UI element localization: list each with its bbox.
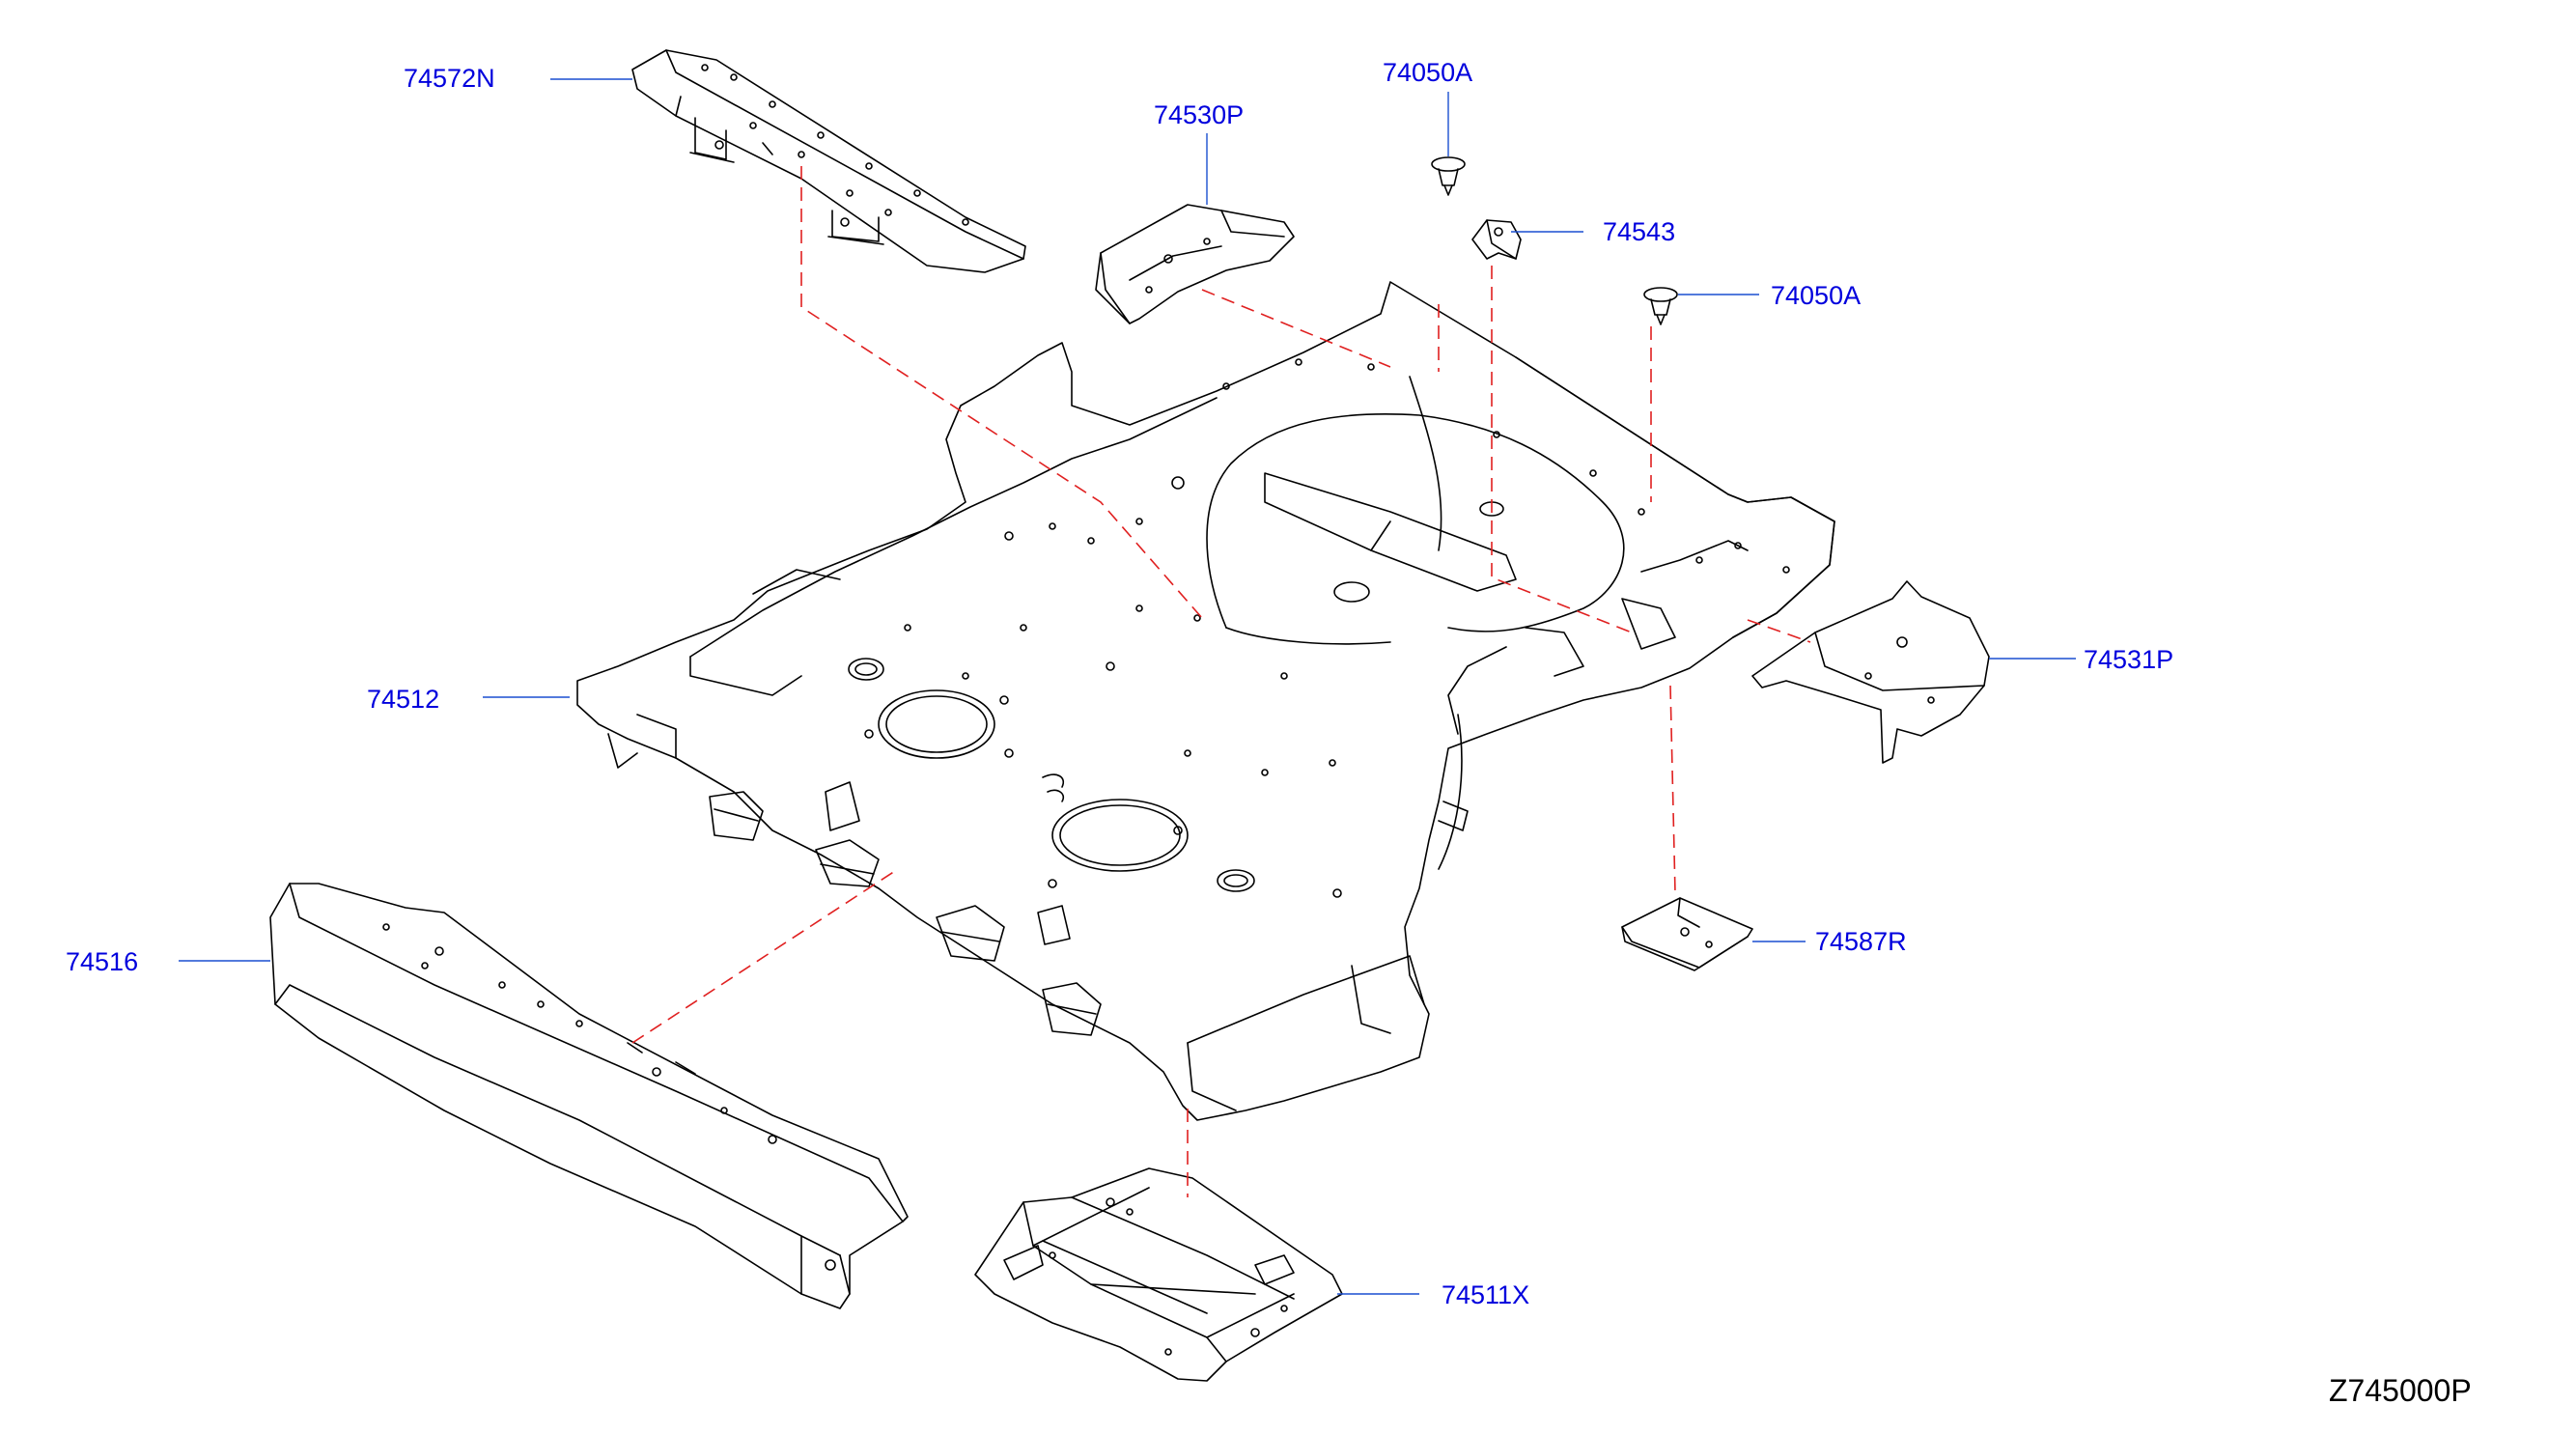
part-74572n-drawing	[631, 49, 1026, 273]
label-74512[interactable]: 74512	[367, 685, 440, 714]
part-74516-drawing	[269, 883, 909, 1309]
part-74530p-drawing	[1095, 204, 1295, 324]
label-74543[interactable]: 74543	[1603, 217, 1676, 246]
label-74572n[interactable]: 74572N	[404, 64, 495, 93]
part-74050a-clip-2-drawing	[1643, 287, 1678, 325]
label-74531p[interactable]: 74531P	[2084, 645, 2174, 674]
part-74050a-clip-1-drawing	[1431, 156, 1466, 196]
assembly-lines	[631, 166, 1811, 1197]
label-74050a-top[interactable]: 74050A	[1383, 58, 1473, 87]
diagram-code: Z745000P	[2329, 1373, 2472, 1408]
label-74050a-right[interactable]: 74050A	[1771, 281, 1862, 310]
part-74511x-drawing	[974, 1167, 1343, 1382]
part-74543-drawing	[1471, 219, 1522, 260]
label-74530p[interactable]: 74530P	[1154, 100, 1245, 129]
part-74531p-drawing	[1751, 580, 1990, 764]
label-74516[interactable]: 74516	[66, 947, 139, 976]
label-74587r[interactable]: 74587R	[1815, 927, 1907, 956]
label-74511x[interactable]: 74511X	[1442, 1280, 1530, 1309]
part-74512-drawing	[576, 281, 1835, 1121]
part-74587r-drawing	[1621, 897, 1753, 971]
leader-lines	[179, 78, 2076, 1295]
